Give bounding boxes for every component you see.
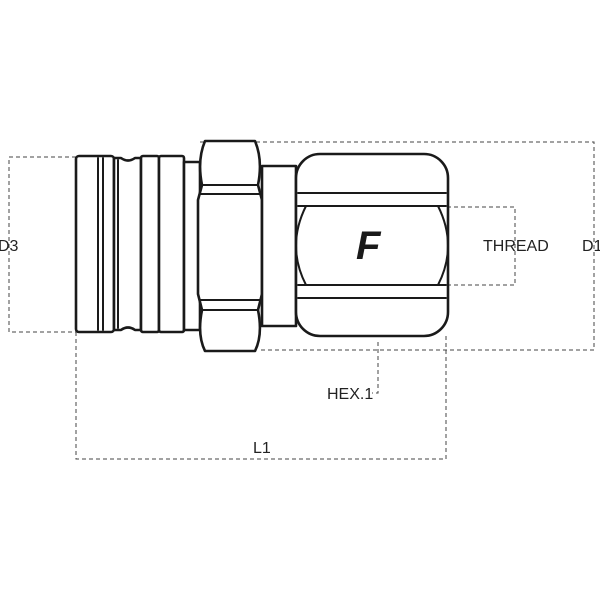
label-thread: THREAD	[483, 238, 549, 255]
hex-nut	[196, 139, 264, 353]
female-body	[294, 152, 450, 338]
brand-logo: F	[356, 224, 382, 268]
label-l1: L1	[253, 440, 271, 457]
label-hex: HEX.1	[327, 386, 373, 403]
collar	[260, 164, 298, 328]
label-d3: D3	[0, 238, 19, 255]
label-d1: D1	[582, 238, 600, 255]
plug-body	[74, 154, 202, 334]
dimension-lines	[8, 141, 595, 460]
